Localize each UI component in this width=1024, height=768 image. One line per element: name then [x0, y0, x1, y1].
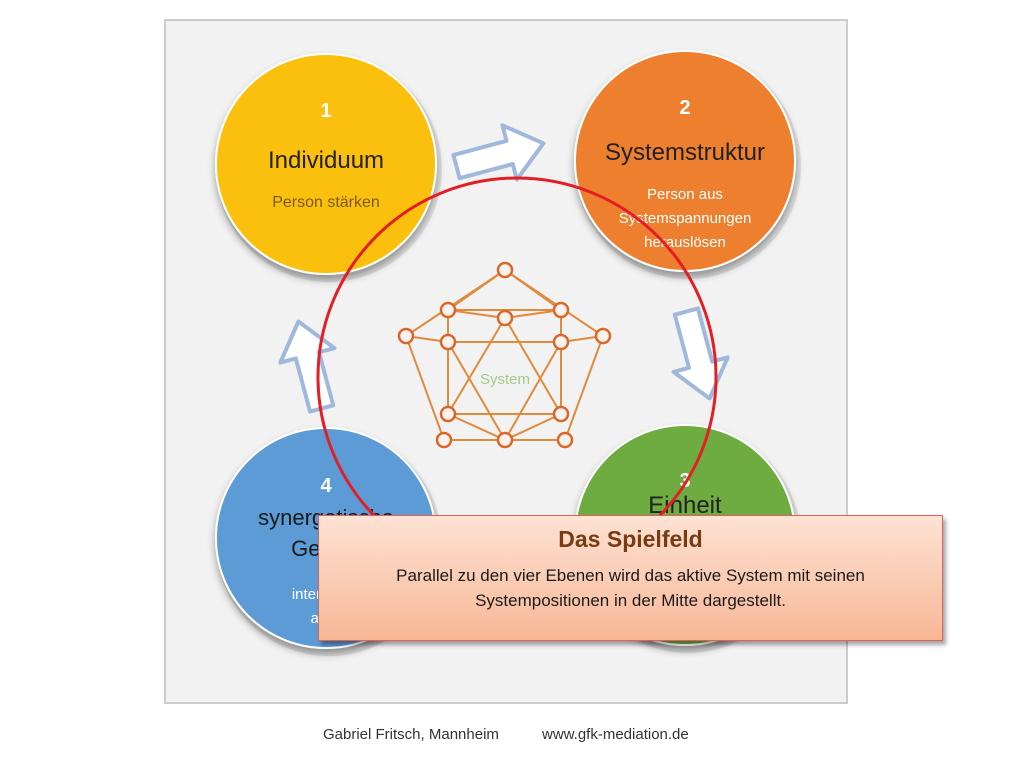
circle-number: 1 [320, 100, 331, 122]
circle-number: 4 [320, 475, 332, 497]
callout-box: Das Spielfeld Parallel zu den vier Ebene… [318, 515, 943, 641]
network-node [439, 301, 457, 319]
circle-title: Systemstruktur [605, 139, 765, 166]
network-node [552, 405, 570, 423]
circle-subtitle-line: herauslösen [644, 234, 726, 251]
system-network-nodes [397, 261, 612, 449]
footer-url: www.gfk-mediation.de [542, 726, 689, 743]
network-triangle-up [446, 316, 563, 415]
circle-title: Individuum [268, 147, 384, 174]
level-circle-systemstruktur: 2 Systemstruktur Person aus Systemspannu… [574, 50, 801, 279]
callout-body: Parallel zu den vier Ebenen wird das akt… [396, 566, 865, 610]
network-node [556, 431, 574, 449]
network-triangle-down [446, 341, 563, 443]
network-node [397, 327, 415, 345]
level-circle-individuum: 1 Individuum Person stärken [215, 53, 442, 282]
footer-author: Gabriel Fritsch, Mannheim [323, 726, 499, 743]
circle-subtitle-line: Systemspannungen [619, 210, 752, 227]
circle-number: 2 [679, 97, 690, 119]
network-edge [504, 269, 562, 311]
circle-subtitle-line: Person aus [647, 186, 723, 203]
network-node [496, 431, 514, 449]
network-edge [504, 309, 562, 319]
network-node [496, 309, 514, 327]
network-node [439, 333, 457, 351]
network-node [496, 261, 514, 279]
center-system-label: System [480, 371, 530, 388]
network-node [552, 333, 570, 351]
network-node [439, 405, 457, 423]
network-node [594, 327, 612, 345]
flow-arrow-right-icon [451, 123, 546, 182]
circle-subtitle: Person stärken [272, 194, 380, 211]
network-edge [447, 269, 506, 311]
network-node [435, 431, 453, 449]
callout-title: Das Spielfeld [558, 526, 703, 552]
network-edge [447, 309, 506, 319]
network-node [552, 301, 570, 319]
